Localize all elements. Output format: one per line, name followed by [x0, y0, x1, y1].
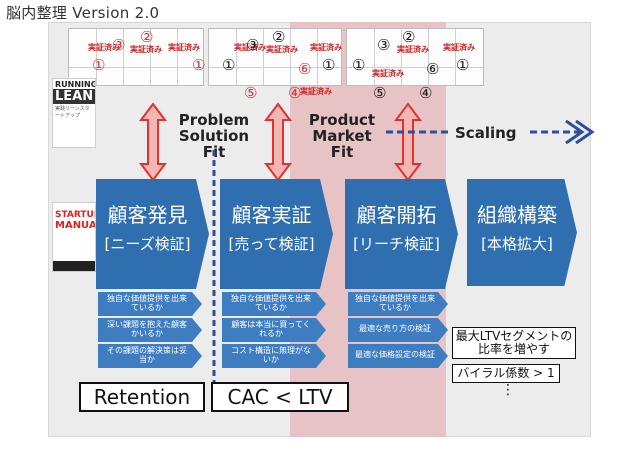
canvas-thumbnail-2	[208, 28, 342, 86]
viral-coefficient-note: バイラル係数 > 1	[452, 364, 560, 383]
canvas-thumbnail-3	[346, 28, 484, 86]
stage-subtitle: [ニーズ検証]	[104, 235, 191, 253]
stage-customer-creation: 顧客開拓 [リーチ検証]	[345, 179, 458, 289]
canvas-thumbnail-1	[68, 28, 204, 86]
circled-number: ③	[112, 36, 126, 54]
book-title-top: RUNNING	[55, 80, 96, 89]
circled-number: ①	[322, 56, 336, 74]
circled-number: ⑤	[373, 84, 387, 102]
cac-ltv-metric: CAC < LTV	[211, 382, 349, 412]
divider-dashed-line	[212, 150, 216, 395]
task-chevron: 深い課題を抱えた顧客かいるか	[98, 318, 202, 342]
double-arrow-2	[264, 102, 292, 182]
stage-title: 顧客開拓	[356, 203, 437, 227]
circled-number: ⑥	[298, 60, 312, 78]
circled-number: ④	[419, 84, 433, 102]
circled-number: ③	[377, 36, 391, 54]
stage-subtitle: [リーチ検証]	[353, 235, 440, 253]
verified-tag: 実証済み	[397, 45, 429, 54]
verified-tag: 実証済み	[310, 43, 342, 52]
stage-subtitle: [売って検証]	[228, 235, 315, 253]
slide-title: 脳内整理 Version 2.0	[6, 4, 160, 22]
circled-number: ①	[92, 56, 106, 74]
stage-title: 組織構築	[477, 203, 557, 227]
book-subtitle: 実践リーンスタートアップ	[55, 106, 90, 119]
task-chevron: コスト構造に無理がないか	[222, 344, 326, 368]
stage-customer-validation: 顧客実証 [売って検証]	[220, 179, 333, 289]
product-market-fit-label: Product Market Fit	[308, 111, 376, 161]
stage-subtitle: [本格拡大]	[481, 235, 553, 253]
circled-number: ②	[140, 28, 154, 46]
stage-title: 顧客実証	[231, 203, 312, 227]
running-lean-book: RUNNING LEAN 実践リーンスタートアップ	[52, 78, 96, 148]
task-chevron: 独自な価値提供を出来ているか	[98, 292, 202, 316]
ltv-segment-note: 最大LTVセグメントの比率を増やす	[452, 327, 576, 359]
task-chevron: 独自な価値提供を出来ているか	[222, 292, 326, 316]
task-chevron: 最適な売り方の検証	[348, 318, 448, 342]
task-chevron: 最適な価格設定の検証	[348, 344, 448, 368]
circled-number: ③	[246, 36, 260, 54]
circled-number: ②	[272, 28, 286, 46]
verified-tag: 実証済み	[130, 45, 162, 54]
circled-number: ①	[222, 56, 236, 74]
book-title-top: STARTUP	[55, 210, 96, 220]
scaling-arrow	[386, 119, 595, 145]
task-chevron: 顧客は本当に買ってくれるか	[222, 318, 326, 342]
double-arrow-1	[139, 102, 167, 182]
retention-metric: Retention	[79, 382, 205, 412]
circled-number: ①	[352, 56, 366, 74]
circled-number: ①	[456, 56, 470, 74]
verified-tag: 実証済み	[372, 69, 404, 78]
verified-tag: 実証済み	[300, 87, 332, 96]
circled-number: ②	[402, 28, 416, 46]
ellipsis: ⋮	[501, 382, 515, 398]
scaling-label: Scaling	[455, 124, 517, 142]
verified-tag: 実証済み	[443, 43, 475, 52]
task-chevron: その課題の解決策は妥当か	[98, 344, 202, 368]
circled-number: ⑥	[426, 60, 440, 78]
stage-company-building: 組織構築 [本格拡大]	[467, 179, 577, 289]
book-title-main: LEAN	[53, 89, 95, 104]
circled-number: ⑤	[244, 84, 258, 102]
circled-number: ④	[288, 84, 302, 102]
verified-tag: 実証済み	[266, 45, 298, 54]
circled-number: ①	[192, 56, 206, 74]
startup-manual-book: STARTUP MANUAL	[52, 202, 96, 272]
stage-title: 顧客発見	[107, 203, 188, 227]
task-chevron: 独自な価値提供を出来ているか	[348, 292, 448, 316]
stage-customer-discovery: 顧客発見 [ニーズ検証]	[96, 179, 209, 289]
verified-tag: 実証済み	[234, 43, 266, 52]
verified-tag: 実証済み	[168, 43, 200, 52]
book-title-main: MANUAL	[53, 220, 96, 232]
problem-solution-fit-label: Problem Solution Fit	[178, 111, 250, 159]
verified-tag: 実証済み	[88, 43, 120, 52]
